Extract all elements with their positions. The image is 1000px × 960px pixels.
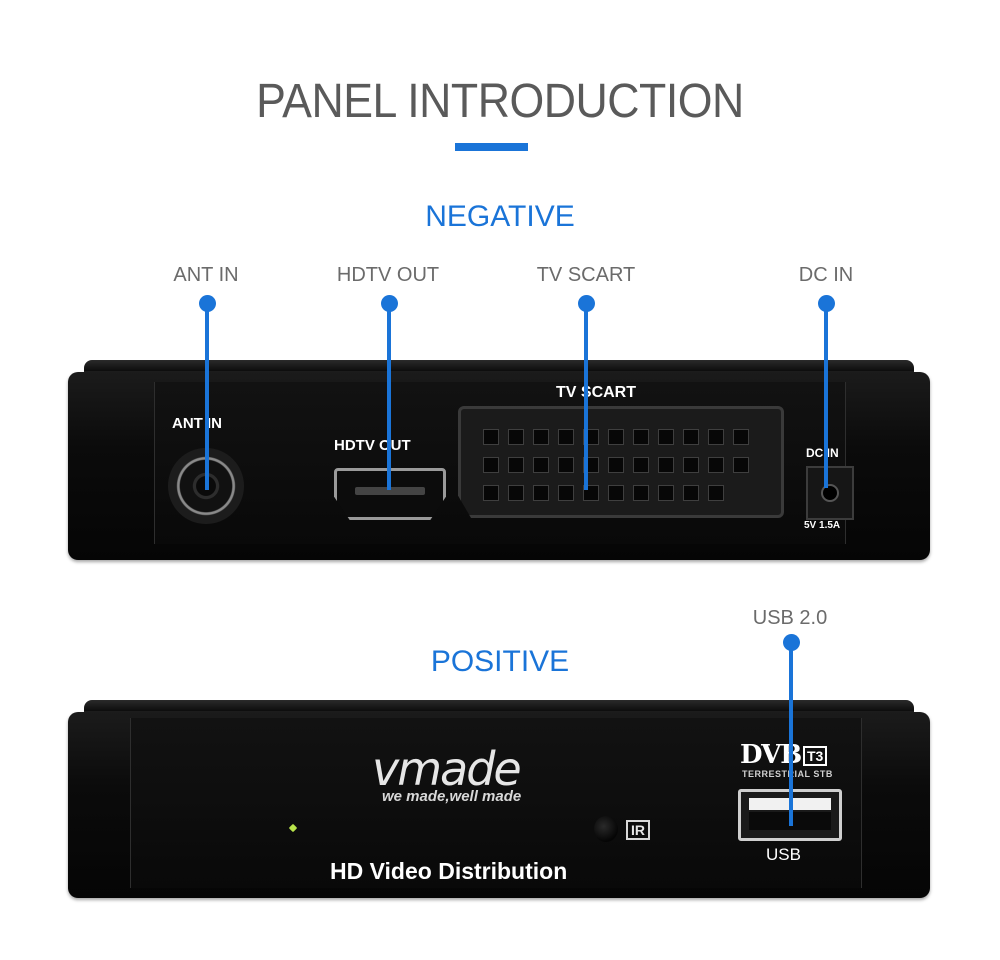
- callout-label-usb: USB 2.0: [752, 607, 828, 629]
- scart-pin: [558, 485, 574, 501]
- scart-pin: [658, 485, 674, 501]
- callout-line-hdtv-out: [387, 303, 391, 490]
- rear-device-body: ANT IN HDTV OUT TV SCART DC IN 5V 1.5A: [68, 372, 930, 560]
- dc-in-print: DC IN: [806, 446, 839, 460]
- scart-connector: [458, 406, 784, 518]
- scart-pin: [508, 457, 524, 473]
- page-title: PANEL INTRODUCTION: [256, 75, 744, 128]
- brand-slogan: we made,well made: [382, 788, 522, 805]
- dvb-subtitle: TERRESTRIAL STB: [742, 769, 833, 779]
- scart-pin: [508, 429, 524, 445]
- callout-label-dc-in: DC IN: [798, 264, 854, 286]
- scart-pin: [633, 485, 649, 501]
- dvb-version-badge: T3: [803, 746, 828, 766]
- scart-pin: [683, 485, 699, 501]
- callout-label-hdtv-out: HDTV OUT: [336, 264, 440, 286]
- scart-pin: [533, 485, 549, 501]
- front-device-body: vmade we made,well made IR HD Video Dist…: [68, 712, 930, 898]
- callout-line-ant-in: [205, 303, 209, 490]
- scart-pin: [658, 457, 674, 473]
- brand-logo: vmade: [372, 742, 522, 796]
- callout-line-tv-scart: [584, 303, 588, 490]
- scart-pin: [733, 457, 749, 473]
- ir-label: IR: [626, 820, 650, 840]
- tv-scart-print: TV SCART: [556, 384, 636, 401]
- scart-pin: [608, 429, 624, 445]
- callout-label-ant-in: ANT IN: [173, 264, 239, 286]
- dc-power-jack: [806, 466, 854, 520]
- hdmi-port-contacts: [355, 487, 425, 495]
- hdtv-out-print: HDTV OUT: [334, 437, 411, 454]
- scart-pin: [633, 429, 649, 445]
- scart-pin: [558, 429, 574, 445]
- scart-pin: [533, 457, 549, 473]
- positive-section-title: POSITIVE: [430, 645, 570, 678]
- negative-section-title: NEGATIVE: [425, 200, 575, 233]
- scart-pin: [683, 457, 699, 473]
- scart-pin: [533, 429, 549, 445]
- scart-pin: [708, 457, 724, 473]
- scart-pin: [608, 457, 624, 473]
- hdmi-port: [334, 468, 446, 520]
- ir-receiver-window: [594, 816, 618, 842]
- scart-pin: [683, 429, 699, 445]
- scart-pin: [708, 485, 724, 501]
- scart-pin: [633, 457, 649, 473]
- usb-print: USB: [766, 845, 801, 864]
- scart-pin: [558, 457, 574, 473]
- scart-pin: [483, 457, 499, 473]
- scart-pin: [708, 429, 724, 445]
- scart-pin: [508, 485, 524, 501]
- callout-label-tv-scart: TV SCART: [536, 264, 636, 286]
- ant-in-print: ANT IN: [172, 415, 222, 432]
- callout-line-usb: [789, 642, 793, 826]
- scart-pin: [483, 429, 499, 445]
- dc-jack-hole: [821, 484, 839, 502]
- scart-pin: [608, 485, 624, 501]
- product-line-print: HD Video Distribution: [330, 858, 568, 884]
- title-underline: [455, 143, 528, 151]
- scart-pin-grid: [483, 429, 763, 501]
- power-rating-print: 5V 1.5A: [804, 520, 841, 531]
- callout-line-dc-in: [824, 303, 828, 488]
- scart-pin: [658, 429, 674, 445]
- scart-pin: [483, 485, 499, 501]
- scart-pin: [733, 429, 749, 445]
